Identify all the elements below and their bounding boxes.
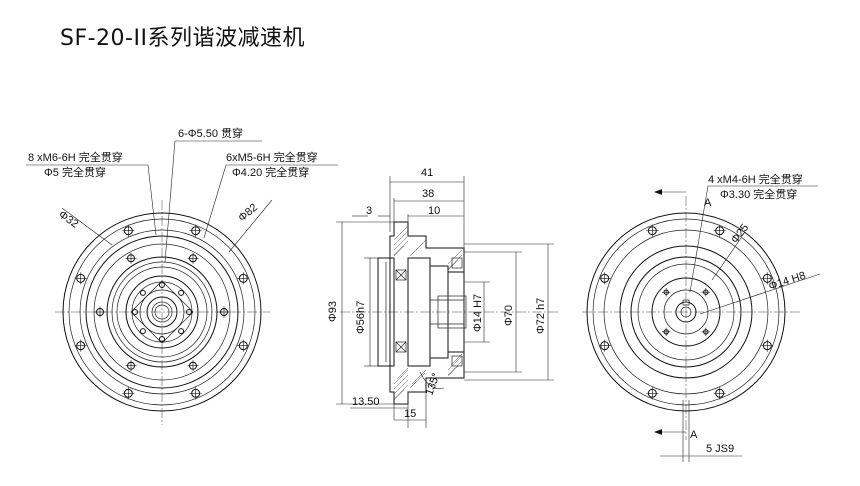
section-a-bottom: A [690,429,698,441]
dim-3: 3 [366,205,372,217]
label-dia-82: Φ82 [236,202,260,225]
rear-inner-holes [662,288,710,336]
bolt-hole [178,328,185,335]
left-front-view: 8 xM6-6H 完全贯穿 Φ5 完全贯穿 6-Φ5.50 贯穿 6xM5-6H… [26,126,338,425]
bolt-hole [159,282,165,288]
label-6-m5: 6xM5-6H 完全贯穿 [226,150,318,164]
dim-135-deg: 135° [424,372,443,397]
label-4-m4: 4 xM4-6H 完全贯穿 [708,172,803,186]
dim-13p50: 13.50 [352,396,380,408]
outer-bolt-holes [74,224,250,400]
right-rear-view: A A 4 xM4-6H 完全贯穿 Φ3.30 完全贯穿 Φ25 Φ14 H8 … [582,172,821,462]
dim-5-js9: 5 JS9 [706,443,734,455]
page-title: SF-20-II系列谐波减速机 [60,26,305,51]
bolt-hole [178,289,185,296]
section-hatching [393,225,463,401]
label-dia-14h8: Φ14 H8 [767,270,807,293]
label-8-m6-dia: Φ5 完全贯穿 [44,165,106,179]
dim-dia-14h7: Φ14 H7 [472,294,484,332]
dim-dia-70: Φ70 [503,305,515,326]
bolt-hole [139,328,146,335]
rear-outer-holes [598,224,774,400]
inner-bolt-holes [132,282,192,342]
label-8-m6: 8 xM6-6H 完全贯穿 [28,150,123,164]
label-dia-32: Φ32 [56,209,80,231]
bolt-hole [139,289,146,296]
label-6-m5-dia: Φ4.20 完全贯穿 [232,165,309,179]
label-4-m4-dia: Φ3.30 完全贯穿 [720,187,797,201]
bolt-hole [132,309,138,315]
section-a-top: A [704,197,712,209]
dim-38: 38 [422,188,434,200]
bolt-hole [186,309,192,315]
dim-41: 41 [421,167,433,179]
dim-10: 10 [428,205,440,217]
bolt-hole [159,336,165,342]
dim-dia-72h7: Φ72 h7 [535,298,547,334]
dim-dia-56h7: Φ56h7 [355,301,367,334]
dim-15: 15 [404,408,416,420]
side-section-view: 41 38 3 10 Φ93 Φ56h7 Φ14 H7 Φ70 [327,167,560,428]
label-6-5p50: 6-Φ5.50 贯穿 [178,126,243,140]
dim-dia-93: Φ93 [327,301,339,322]
outer-flange-circle [62,212,262,412]
middle-bolt-holes [94,252,230,372]
